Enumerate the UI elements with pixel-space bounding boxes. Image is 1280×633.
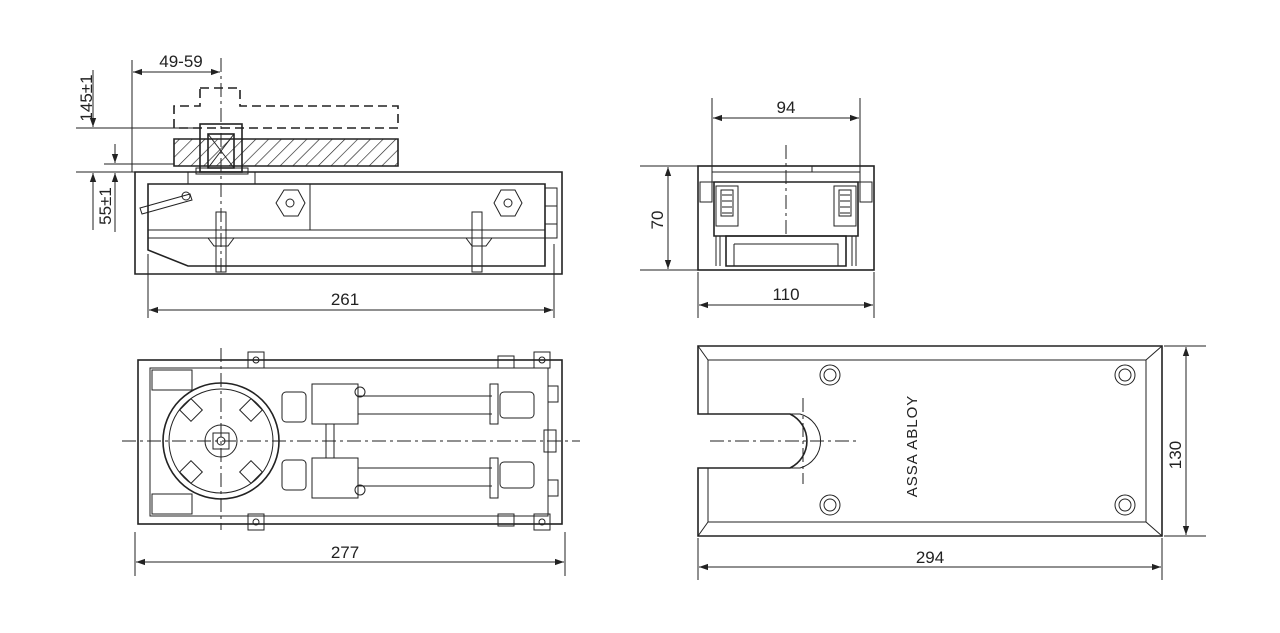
side-view: 49-59 145±1 55±1 261 — [76, 52, 563, 318]
dim-side-length: 261 — [331, 290, 359, 309]
end-view: 94 70 110 — [640, 98, 875, 318]
top-view: 277 — [122, 348, 580, 576]
dim-arm-height: 145±1 — [77, 74, 96, 121]
dim-end-width: 94 — [777, 98, 796, 117]
dim-body-height: 55±1 — [96, 187, 115, 225]
cover-plate-view: ASSA ABLOY 130 294 — [697, 345, 1206, 580]
dim-end-height: 70 — [648, 211, 667, 230]
plate-brand-text: ASSA ABLOY — [904, 395, 921, 498]
dim-arm-offset: 49-59 — [159, 52, 202, 71]
dim-top-length: 277 — [331, 543, 359, 562]
dim-end-total-width: 110 — [772, 285, 799, 304]
dim-plate-length: 294 — [916, 548, 944, 567]
dim-plate-width: 130 — [1166, 441, 1185, 469]
